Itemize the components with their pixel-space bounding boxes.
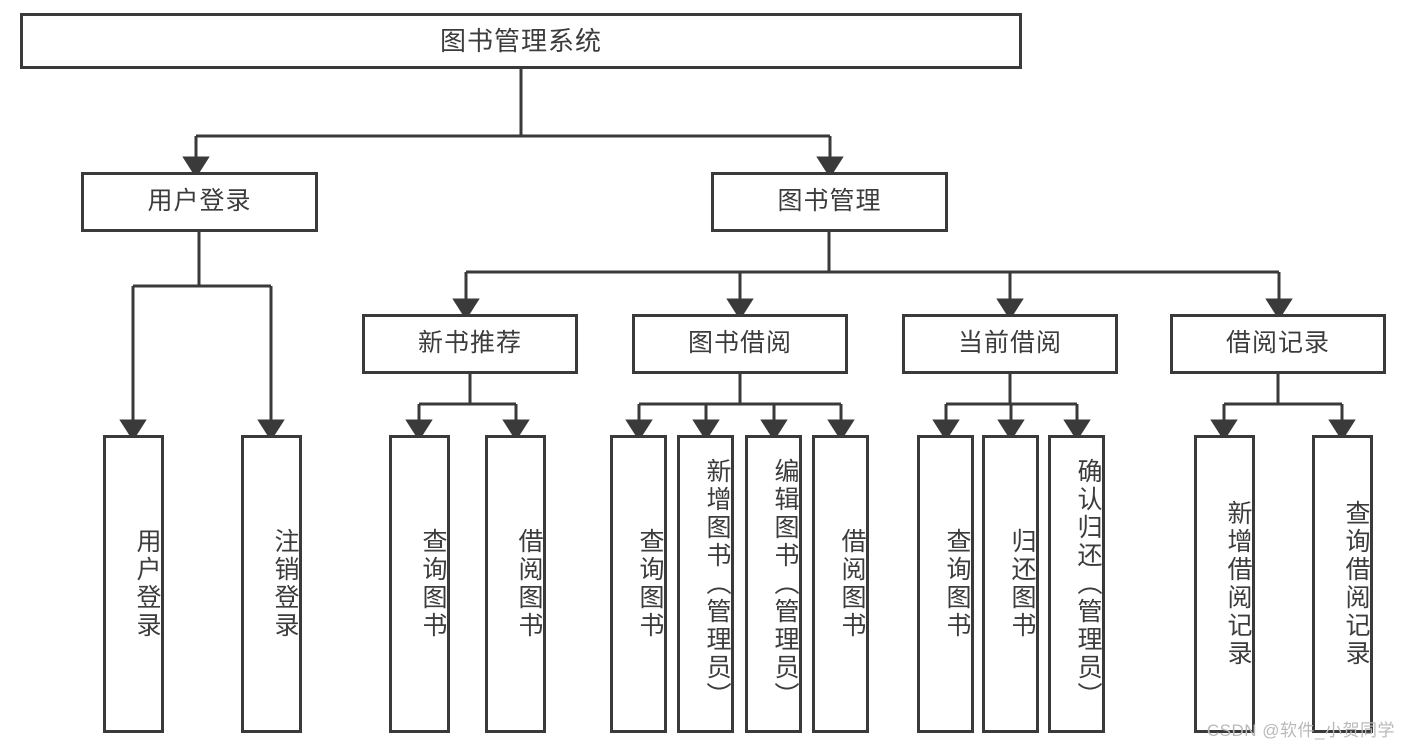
leaf-record-query-record[interactable]: 查询借阅记录: [1312, 435, 1373, 733]
leaf-recommend-query-book[interactable]: 查询图书: [389, 435, 450, 733]
node-borrow-record[interactable]: 借阅记录: [1170, 314, 1386, 374]
leaf-borrow-add-book-admin[interactable]: 新增图书（管理员）: [677, 435, 734, 733]
node-root-system[interactable]: 图书管理系统: [20, 13, 1022, 69]
leaf-borrow-query-book[interactable]: 查询图书: [610, 435, 667, 733]
leaf-current-confirm-return-admin[interactable]: 确认归还（管理员）: [1048, 435, 1105, 733]
leaf-record-add-record[interactable]: 新增借阅记录: [1194, 435, 1255, 733]
node-current-borrow[interactable]: 当前借阅: [902, 314, 1118, 374]
node-user-login[interactable]: 用户登录: [81, 172, 318, 232]
leaf-borrow-edit-book-admin[interactable]: 编辑图书（管理员）: [745, 435, 802, 733]
leaf-user-login-signout[interactable]: 注销登录: [241, 435, 302, 733]
leaf-user-login-signin[interactable]: 用户登录: [103, 435, 164, 733]
leaf-current-query-book[interactable]: 查询图书: [917, 435, 974, 733]
leaf-recommend-borrow-book[interactable]: 借阅图书: [485, 435, 546, 733]
watermark-text: CSDN @软件_小贺同学: [1206, 721, 1395, 740]
leaf-current-return-book[interactable]: 归还图书: [982, 435, 1039, 733]
node-book-borrow[interactable]: 图书借阅: [632, 314, 848, 374]
leaf-borrow-borrow-book[interactable]: 借阅图书: [812, 435, 869, 733]
node-new-book-recommend[interactable]: 新书推荐: [362, 314, 578, 374]
node-book-management[interactable]: 图书管理: [711, 172, 948, 232]
